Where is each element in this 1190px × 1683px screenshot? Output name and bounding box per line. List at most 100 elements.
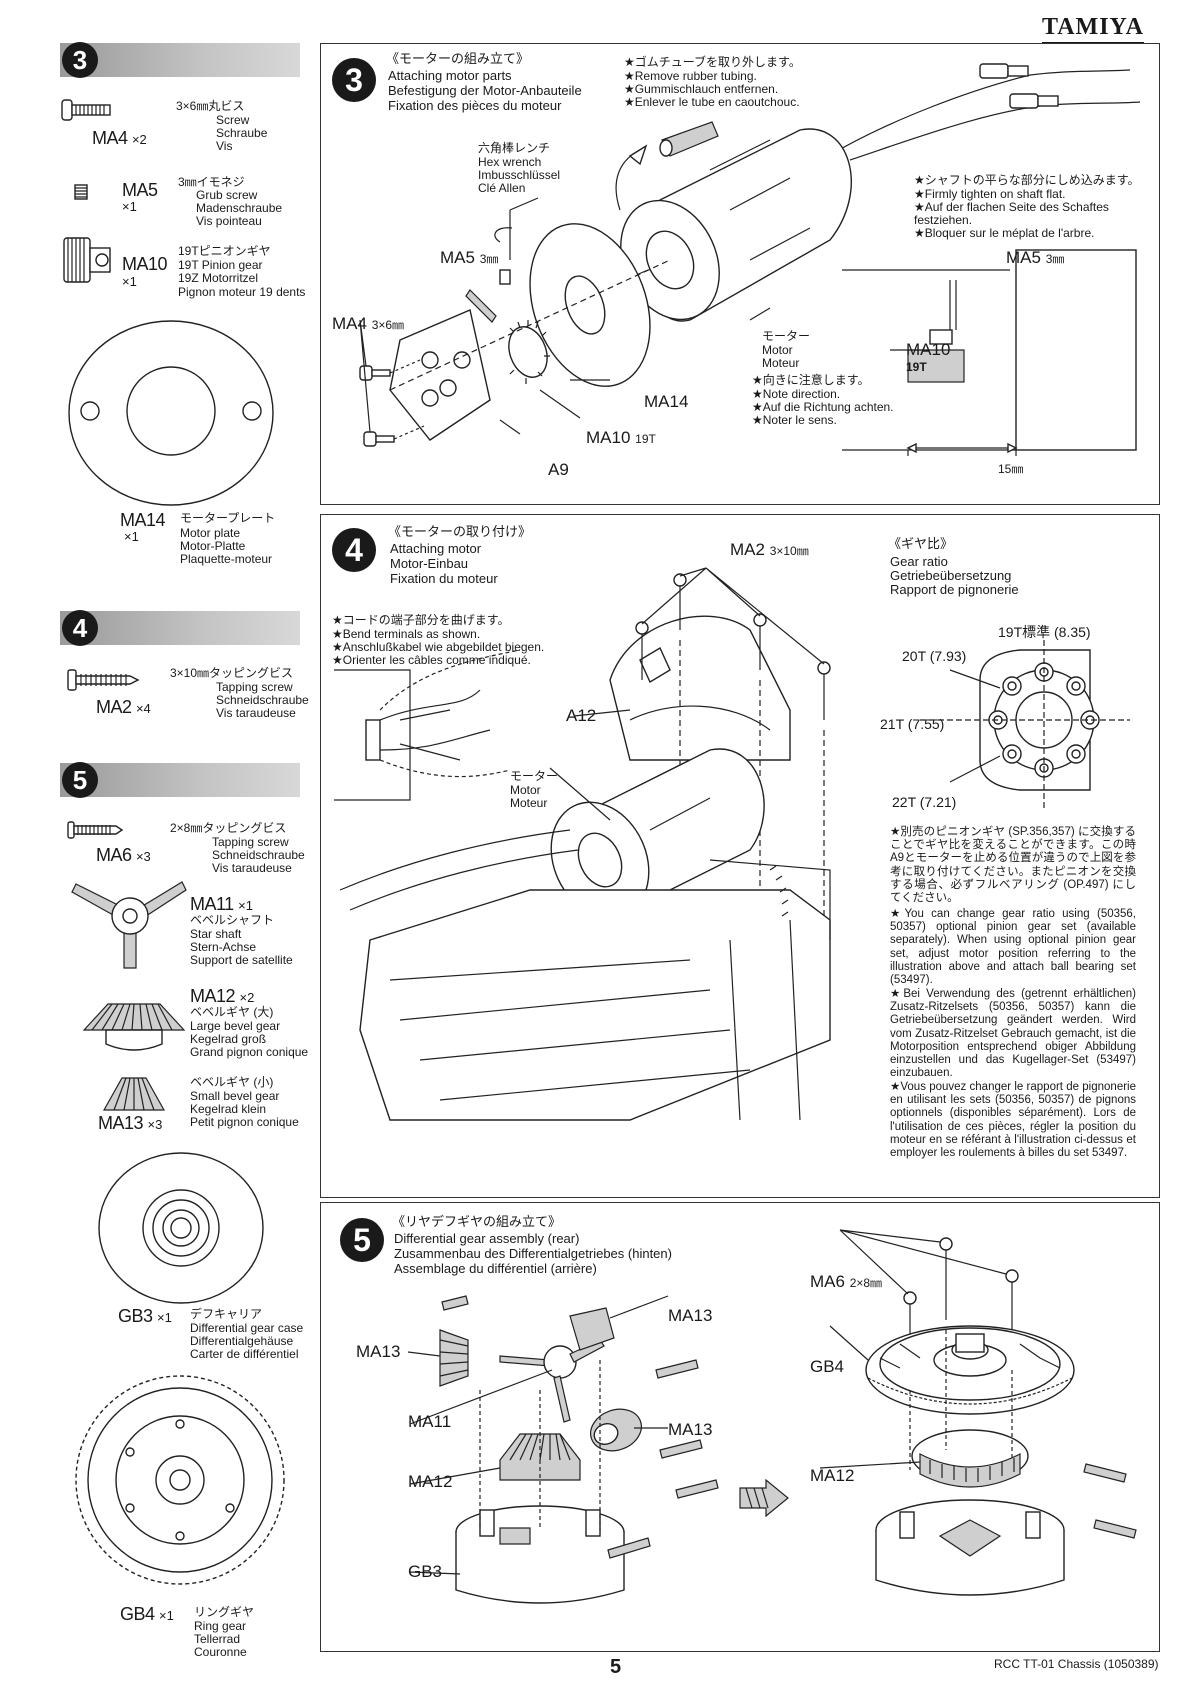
part-ma5-jp: 3㎜イモネジ — [178, 175, 245, 189]
label-gb4: GB4 — [810, 1357, 845, 1376]
motor-plate-icon — [68, 320, 274, 506]
part-gb4-fr: Couronne — [194, 1645, 247, 1659]
part-ma6-fr: Vis taraudeuse — [212, 861, 292, 875]
motor-label-en: Motor — [762, 343, 793, 357]
differential-assembled-illustration — [819, 1229, 1137, 1596]
note-direction-fr: ★Noter le sens. — [752, 413, 837, 427]
part-ma14-fr: Plaquette-moteur — [180, 552, 273, 566]
gear-ratio-en: Gear ratio — [890, 554, 948, 569]
note-direction-en: ★Note direction. — [752, 387, 841, 401]
hex-wrench-de: Imbusschlüssel — [478, 168, 561, 182]
label-ma6-2x8: MA6 2×8㎜ — [810, 1272, 883, 1291]
large-bevel-gear-icon — [82, 1003, 186, 1051]
small-tapping-screw-icon — [67, 821, 124, 839]
part-ma13-code: MA13 ×3 — [98, 1113, 163, 1133]
differential-exploded-illustration — [407, 1295, 719, 1604]
grub-screw-icon — [74, 184, 88, 200]
part-ma2-jp: 3×10㎜タッピングビス — [170, 666, 294, 680]
step5-number-badge: 5 — [62, 762, 98, 798]
part-ma2-en: Tapping screw — [216, 680, 293, 694]
part-ma10-en: 19T Pinion gear — [178, 258, 263, 272]
part-ma13-de: Kegelrad klein — [190, 1102, 267, 1116]
pinion-gear-icon — [63, 237, 111, 283]
step3-number-badge: 3 — [62, 42, 98, 78]
part-ma4-code: MA4 ×2 — [92, 128, 147, 148]
part-ma4-jp: 3×6㎜丸ビス — [176, 99, 245, 113]
part-ma6-jp: 2×8㎜タッピングビス — [170, 821, 287, 835]
label-ma10-19t: MA10 19T — [586, 428, 656, 447]
part-gb4-jp: リングギヤ — [194, 1605, 255, 1619]
part-ma12-fr: Grand pignon conique — [190, 1045, 309, 1059]
part-ma2-de: Schneidschraube — [216, 693, 309, 707]
note-terminals-de: ★Anschlußkabel wie abgebildet biegen. — [332, 640, 545, 654]
label-ma12-right: MA12 — [810, 1466, 855, 1485]
part-ma4-de: Schraube — [216, 126, 268, 140]
differential-gear-case-icon — [98, 1152, 264, 1304]
part-ma6-code: MA6 ×3 — [96, 845, 151, 865]
part-ma2-code: MA2 ×4 — [96, 697, 151, 717]
part-gb3-de: Differentialgehäuse — [190, 1334, 294, 1348]
label-ma11: MA11 — [408, 1412, 452, 1431]
part-ma5-de: Madenschraube — [196, 201, 283, 215]
panel4-number-badge: 4 — [332, 528, 376, 572]
panel4-title-fr: Fixation du moteur — [390, 571, 498, 586]
part-ma12-de: Kegelrad groß — [190, 1032, 267, 1046]
gear-ratio-motor-plate-diagram — [920, 640, 1130, 810]
part-ma12-en: Large bevel gear — [190, 1019, 281, 1033]
panel5-title-jp: 《リヤデフギヤの組み立て》 — [392, 1214, 562, 1229]
part-gb4-de: Tellerrad — [194, 1632, 241, 1646]
panel5-title-en: Differential gear assembly (rear) — [394, 1231, 580, 1246]
panel4-title-en: Attaching motor — [390, 541, 482, 556]
label-ma5-3mm: MA5 3㎜ — [440, 248, 499, 267]
part-ma5-fr: Vis pointeau — [196, 214, 262, 228]
ratio-19t-standard: 19T標準 (8.35) — [998, 624, 1091, 640]
part-gb3-code: GB3 ×1 — [118, 1306, 172, 1326]
part-ma12-code: MA12 ×2 — [190, 986, 255, 1006]
page-number: 5 — [610, 1656, 622, 1678]
part-ma13-jp: ベベルギヤ (小) — [190, 1075, 274, 1089]
panel5-number-badge: 5 — [340, 1218, 384, 1262]
footer-title: RCC TT-01 Chassis (1050389) — [994, 1657, 1159, 1671]
screw-icon — [61, 99, 111, 121]
part-gb4-code: GB4 ×1 — [120, 1604, 174, 1624]
note-terminals-jp: ★コードの端子部分を曲げます。 — [332, 613, 510, 627]
part-ma11-code: MA11 ×1 — [190, 894, 253, 914]
ring-gear-icon — [75, 1375, 285, 1585]
label-ma13-left: MA13 — [356, 1342, 401, 1361]
part-ma13-fr: Petit pignon conique — [190, 1115, 299, 1129]
note-shaft-de2: festziehen. — [914, 213, 973, 227]
motor-assembly-illustration — [359, 63, 1141, 456]
step4-number-badge: 4 — [62, 610, 98, 646]
part-ma10-qty: ×1 — [122, 274, 137, 289]
hex-wrench-jp: 六角棒レンチ — [478, 141, 551, 155]
panel3-title-de: Befestigung der Motor-Anbauteile — [388, 83, 582, 98]
ratio-20t: 20T (7.93) — [902, 648, 967, 664]
step3-header-bar — [60, 43, 300, 77]
star-shaft-icon — [71, 881, 187, 969]
hex-wrench-fr: Clé Allen — [478, 181, 526, 195]
motor-label-jp: モーター — [762, 329, 811, 343]
tapping-screw-icon — [67, 669, 140, 691]
gear-ratio-fr: Rapport de pignonerie — [890, 582, 1019, 597]
part-ma6-en: Tapping screw — [212, 835, 289, 849]
part-gb3-fr: Carter de différentiel — [190, 1347, 299, 1361]
gear-ratio-jp: 《ギヤ比》 — [888, 536, 954, 551]
part-ma14-de: Motor-Platte — [180, 539, 246, 553]
label-ma13-top: MA13 — [668, 1306, 713, 1325]
part-ma5-qty: ×1 — [122, 199, 137, 214]
next-step-arrow-icon — [739, 1478, 789, 1518]
part-ma14-en: Motor plate — [180, 526, 241, 540]
part-ma14-code: MA14 — [120, 510, 166, 530]
motor4-label-jp: モーター — [510, 769, 559, 783]
brand-logo-text: TAMIYA — [1041, 14, 1145, 44]
ratio-21t: 21T (7.55) — [880, 716, 945, 732]
label-ma10-detail: MA10 — [906, 340, 951, 359]
small-bevel-gear-icon — [102, 1077, 166, 1111]
step4-header-bar — [60, 611, 300, 645]
part-gb3-en: Differential gear case — [190, 1321, 304, 1335]
part-ma14-qty: ×1 — [124, 529, 139, 544]
part-ma6-de: Schneidschraube — [212, 848, 305, 862]
label-ma4-3x6: MA4 3×6㎜ — [332, 314, 405, 333]
panel4-title-de: Motor-Einbau — [390, 556, 469, 571]
gear-ratio-note-jp: ★別売のピニオンギヤ (SP.356,357) に交換することでギヤ比を変えるこ… — [890, 826, 1136, 905]
